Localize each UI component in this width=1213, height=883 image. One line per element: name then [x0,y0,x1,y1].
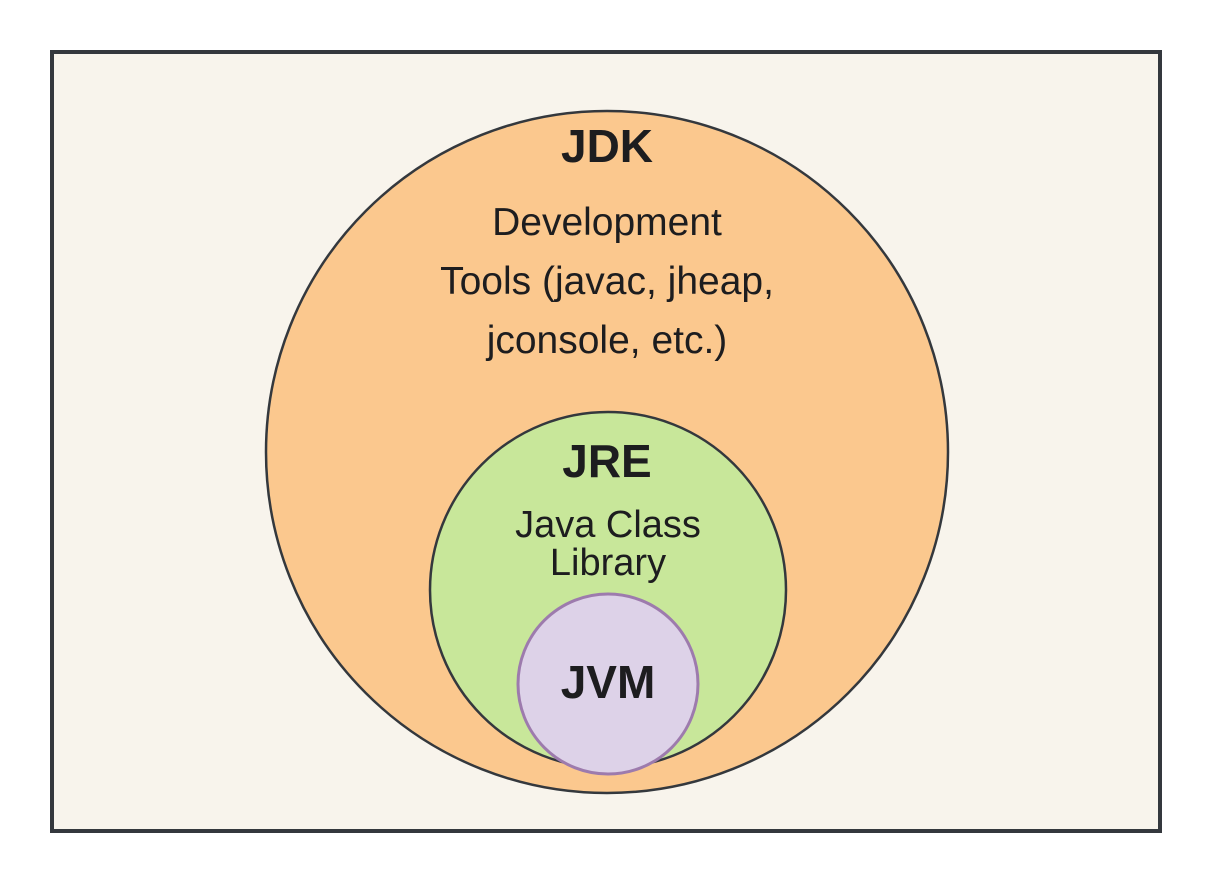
jdk-title: JDK [561,120,653,172]
jre-description-line-1: Java Class [515,504,701,546]
jvm-title: JVM [561,656,656,708]
jdk-description-line-1: Development [492,201,722,244]
jre-description-line-2: Library [550,542,666,584]
jdk-description-line-2: Tools (javac, jheap, [440,260,774,303]
jre-title: JRE [562,435,651,487]
jvm-circle [516,592,700,776]
jdk-description-line-3: jconsole, etc.) [486,319,728,362]
